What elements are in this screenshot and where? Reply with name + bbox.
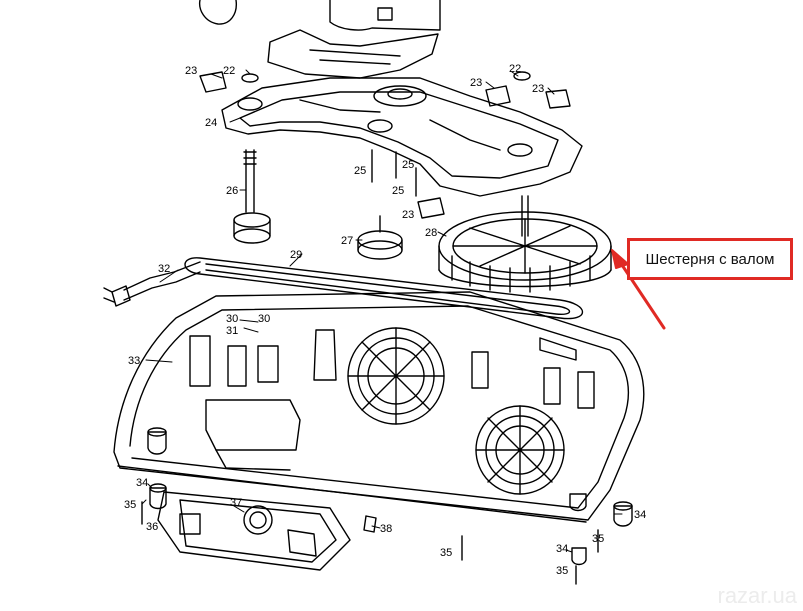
gear-carrier [221, 77, 583, 197]
part-num-30a: 30 [226, 313, 238, 325]
part-num-26: 26 [226, 185, 238, 197]
part-num-22b: 22 [509, 63, 521, 75]
shaft-26 [245, 149, 255, 213]
power-cord-32 [123, 261, 201, 301]
callout-label: Шестерня с валом [645, 250, 775, 268]
posts [189, 335, 211, 387]
part-num-31: 31 [226, 325, 238, 337]
part-num-35a: 35 [124, 499, 136, 511]
part-num-23d: 23 [402, 209, 414, 221]
part-num-23b: 23 [470, 77, 482, 89]
lower-housing-33 [113, 291, 645, 521]
belt-29 [184, 257, 583, 320]
motor-plate [267, 29, 439, 79]
foot-34a [147, 431, 167, 455]
part-num-34c: 34 [556, 543, 568, 555]
part-num-35d: 35 [556, 565, 568, 577]
part-num-35c: 35 [592, 533, 604, 545]
part-num-25a: 25 [354, 165, 366, 177]
part-num-35b: 35 [440, 547, 452, 559]
drive-ring [198, 0, 237, 25]
knob-37 [243, 505, 273, 535]
part-num-34a: 34 [136, 477, 148, 489]
bushing-23d [417, 197, 445, 219]
part-num-25b: 25 [402, 159, 414, 171]
switch-block [205, 399, 301, 451]
foot-34c [613, 505, 633, 527]
part-num-30b: 30 [258, 313, 270, 325]
motor-housing [329, 0, 441, 31]
part-num-27: 27 [341, 235, 353, 247]
callout-box: Шестерня с валом [627, 238, 793, 280]
part-num-37: 37 [230, 497, 242, 509]
part-num-36: 36 [146, 521, 158, 533]
washer-22a [241, 73, 259, 83]
part-num-28: 28 [425, 227, 437, 239]
washer-22b [513, 71, 531, 81]
bushing-23c [545, 89, 571, 109]
foot-34b [149, 487, 167, 510]
part-num-29: 29 [290, 249, 302, 261]
part-num-33: 33 [128, 355, 140, 367]
part-num-24: 24 [205, 117, 217, 129]
control-board-36 [157, 491, 351, 571]
watermark: razar.ua [717, 583, 798, 608]
housing-label [377, 7, 393, 21]
part-num-23a: 23 [185, 65, 197, 77]
part-num-22a: 22 [223, 65, 235, 77]
callout-arrowhead [611, 249, 629, 269]
part-num-23c: 23 [532, 83, 544, 95]
part-num-38: 38 [380, 523, 392, 535]
clip-38 [363, 515, 377, 533]
bushing-23b [485, 85, 511, 107]
part-num-25c: 25 [392, 185, 404, 197]
gear-wheel-28 [438, 195, 612, 293]
part-num-32: 32 [158, 263, 170, 275]
bushing-23a [199, 71, 227, 93]
part-num-34b: 34 [634, 509, 646, 521]
